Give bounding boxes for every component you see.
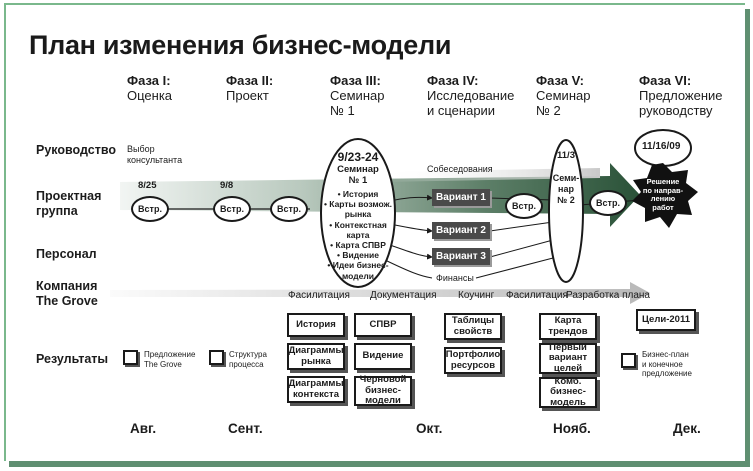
row-results: Результаты	[36, 352, 109, 366]
seminar1-oval	[320, 138, 396, 288]
page-title: План изменения бизнес-модели	[29, 30, 452, 60]
result-square-2	[209, 350, 224, 365]
result-goals-2011: Цели-2011	[636, 309, 696, 331]
interview-band	[380, 168, 600, 182]
variant-3: Вариант 3	[432, 248, 490, 265]
step-documentation: Документация	[370, 290, 437, 301]
date-9-8: 9/8	[220, 180, 234, 191]
phase-2: Фаза II:Проект	[226, 73, 274, 103]
meeting-circle-5: Встр.	[589, 190, 627, 216]
month-dec: Дек.	[673, 421, 701, 436]
result-combined-model: Комб.бизнес-модель	[539, 376, 597, 408]
month-nov: Нояб.	[553, 421, 591, 436]
row-staff: Персонал	[36, 247, 97, 261]
decision-burst	[632, 163, 698, 228]
month-oct: Окт.	[416, 421, 443, 436]
date-11-16-09: 11/16/09	[642, 141, 681, 152]
result-vision: Видение	[354, 343, 412, 370]
seminar1-content: 9/23-24 Семинар № 1 • История • Карты во…	[323, 150, 393, 281]
variant-1: Вариант 1	[432, 189, 490, 206]
result-history: История	[287, 313, 345, 337]
step-facilitation-2: Фасилитация	[506, 290, 568, 301]
company-stripe	[110, 282, 650, 304]
row-leadership: Руководство	[36, 143, 117, 157]
meeting-circle-1: Встр.	[131, 196, 169, 222]
interviews-label: Собеседования	[427, 164, 493, 174]
date-8-25: 8/25	[138, 180, 157, 191]
finances-label: Финансы	[436, 273, 474, 283]
phase-1: Фаза I:Оценка	[127, 73, 173, 103]
variant-2: Вариант 2	[432, 222, 490, 239]
result-square-1	[123, 350, 138, 365]
meeting-circle-3: Встр.	[270, 196, 308, 222]
seminar2-oval	[548, 139, 584, 283]
month-sep: Сент.	[228, 421, 263, 436]
result-spvr: СПВР	[354, 313, 412, 337]
month-aug: Авг.	[130, 421, 157, 436]
meeting-circle-4: Встр.	[505, 193, 543, 219]
step-plan-development: Разработка плана	[566, 290, 650, 301]
step-facilitation-1: Фасилитация	[288, 290, 350, 301]
meeting-circle-2: Встр.	[213, 196, 251, 222]
result-square-3	[621, 353, 636, 368]
seminar2-content: 11/3 Семи- нар № 2	[552, 150, 580, 205]
step-coaching: Коучинг	[458, 290, 495, 301]
